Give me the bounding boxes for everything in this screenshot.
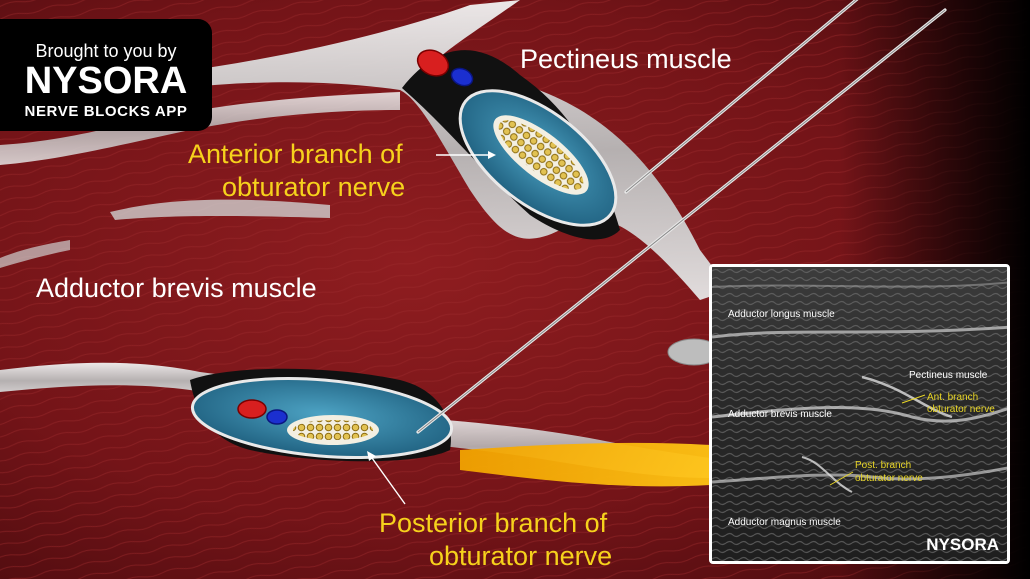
label-adductor-brevis: Adductor brevis muscle [36, 273, 317, 303]
badge-brand: NYSORA [24, 60, 188, 102]
needle-posterior-shade [417, 9, 946, 433]
needle-anterior-shade [625, 0, 857, 193]
posterior-nerve-fascicles [293, 420, 373, 440]
local-anesthetic-spread [460, 442, 710, 487]
obturator-vein-lower [266, 409, 288, 425]
badge-tagline: Brought to you by [35, 41, 177, 61]
obturator-artery-upper [416, 49, 450, 77]
us-label-adductor-longus: Adductor longus muscle [728, 309, 835, 320]
obturator-vein-upper [450, 67, 474, 87]
label-posterior-line2: obturator nerve [429, 541, 613, 571]
badge-app-name: NERVE BLOCKS APP [24, 103, 188, 120]
posterior-pointer-line [371, 457, 406, 505]
us-label-ant-line2: obturator nerve [927, 404, 995, 415]
upper-fascia [180, 0, 730, 300]
obturator-artery-lower [237, 399, 267, 419]
label-posterior-line1: Posterior branch of [379, 508, 608, 538]
thin-fascia [110, 199, 330, 220]
us-label-adductor-brevis: Adductor brevis muscle [728, 409, 832, 420]
us-label-ant-line1: Ant. branch [927, 392, 979, 403]
posterior-pointer-arrow [367, 451, 376, 461]
us-label-post-line2: obturator nerve [855, 473, 923, 484]
label-anterior-line2: obturator nerve [222, 172, 406, 202]
anterior-nerve-fascicles [498, 120, 584, 190]
ultrasound-inset: Adductor longus muscle Pectineus muscle … [709, 264, 1010, 564]
us-label-pectineus: Pectineus muscle [909, 370, 988, 381]
ultrasound-image [712, 267, 1007, 561]
nysora-badge: Brought to you by NYSORA NERVE BLOCKS AP… [0, 19, 212, 131]
us-nysora-logo: NYSORA [926, 535, 999, 554]
anterior-pointer-arrow [488, 151, 496, 159]
label-anterior-line1: Anterior branch of [188, 139, 403, 169]
label-pectineus: Pectineus muscle [520, 44, 732, 74]
us-pointers [829, 394, 926, 486]
us-label-post-line1: Post. branch [855, 460, 912, 471]
left-fascia-fragment [0, 240, 70, 268]
upper-left-fascia [0, 92, 400, 165]
us-label-adductor-magnus: Adductor magnus muscle [728, 517, 841, 528]
